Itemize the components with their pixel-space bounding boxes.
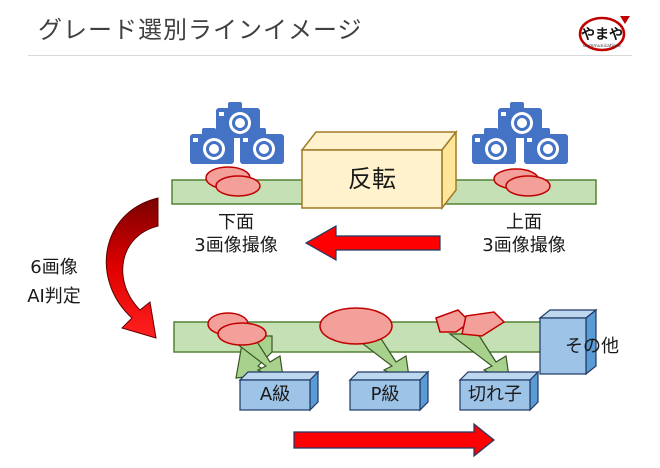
other-label: その他	[565, 336, 619, 357]
camera-group-left	[190, 102, 284, 164]
box-other	[538, 308, 598, 376]
flip-station	[300, 129, 458, 211]
curved-transfer-arrow	[105, 197, 159, 339]
cod-roe-a	[207, 312, 267, 346]
camera-group-right	[472, 102, 568, 164]
top-capture-label: 上面 3画像撮像	[482, 212, 566, 256]
box-grade-p	[348, 370, 430, 412]
cod-roe-right	[493, 168, 551, 197]
cod-roe-cut	[435, 309, 506, 337]
flow-arrow-left	[304, 224, 441, 262]
box-grade-cut	[458, 370, 540, 412]
ai-judgement-label: 6画像 AI判定	[27, 257, 81, 307]
flow-arrow-right	[293, 422, 495, 458]
flip-label: 反転	[348, 165, 396, 193]
cod-roe-left	[205, 166, 261, 197]
cod-roe-p	[319, 307, 393, 345]
svg-text:やまや: やまや	[581, 27, 623, 43]
svg-text:Communications: Communications	[583, 43, 621, 49]
page-title: グレード選別ラインイメージ	[38, 16, 363, 44]
bottom-capture-label: 下面 3画像撮像	[194, 212, 278, 256]
grade-p-label: P級	[370, 384, 400, 405]
company-logo: やまや Communications	[576, 12, 632, 52]
grade-cut-label: 切れ子	[468, 384, 522, 405]
title-divider	[28, 55, 632, 56]
camera-icon	[498, 102, 542, 138]
box-grade-a	[238, 370, 320, 412]
grade-a-label: A級	[259, 384, 291, 405]
